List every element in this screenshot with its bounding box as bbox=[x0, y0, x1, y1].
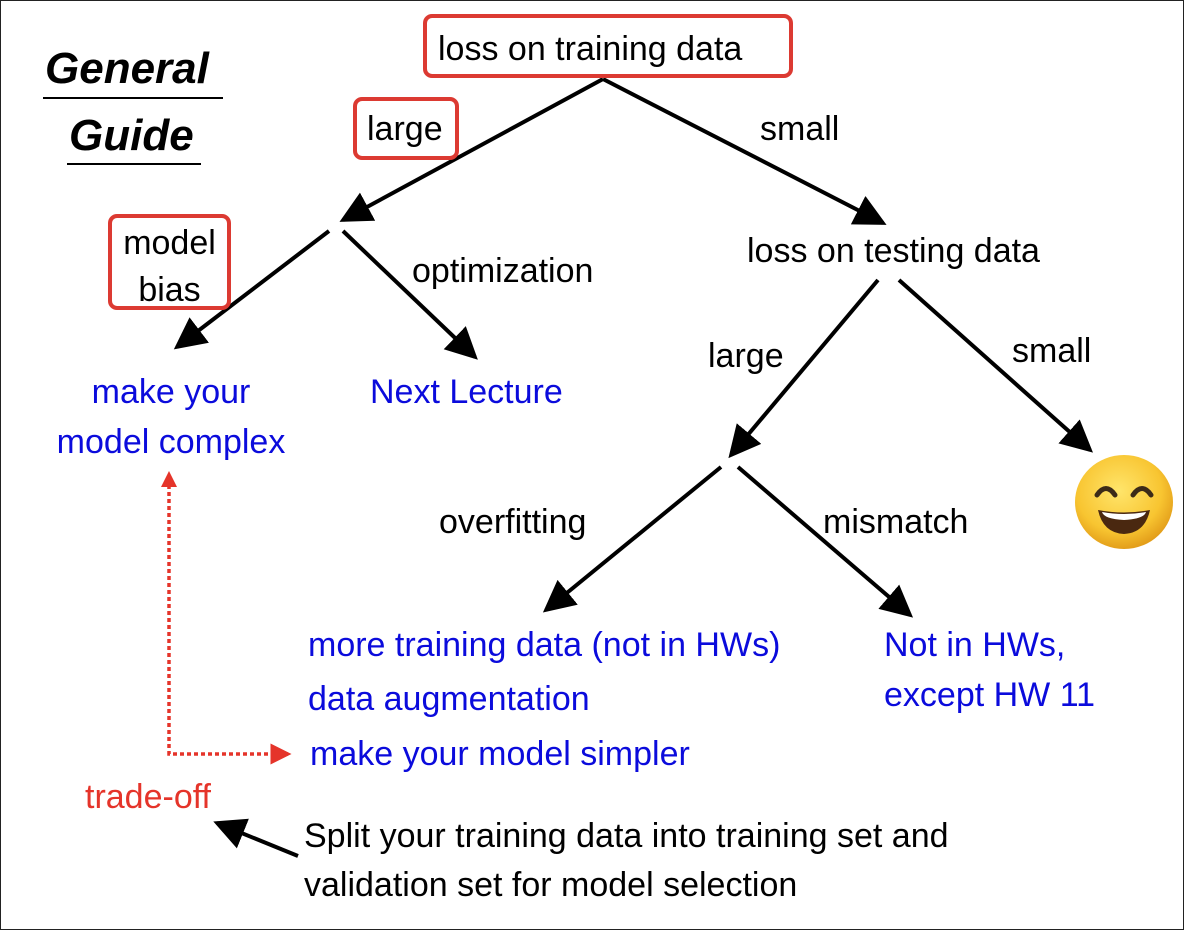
smiling-face-icon bbox=[1075, 455, 1173, 549]
arrow-root-to-small bbox=[602, 77, 887, 225]
label-test-small: small bbox=[1012, 332, 1092, 370]
arrow-test-to-large bbox=[728, 278, 880, 459]
label-mismatch: mismatch bbox=[823, 503, 969, 541]
arrow-to-model-bias bbox=[173, 229, 331, 350]
label-model-bias-line1: model bbox=[123, 224, 216, 262]
text-make-complex-line1: make your bbox=[91, 373, 251, 411]
arrow-root-to-large bbox=[339, 77, 604, 222]
text-make-complex-line2: model complex bbox=[56, 423, 286, 461]
label-test-large: large bbox=[708, 337, 784, 375]
highlight-box-model-bias bbox=[108, 214, 231, 310]
node-loss-on-training-data: loss on training data bbox=[438, 30, 743, 68]
title-guide: Guide bbox=[69, 111, 194, 160]
node-loss-on-testing-data: loss on testing data bbox=[747, 232, 1040, 270]
title-guide-underline bbox=[67, 163, 201, 165]
arrow-test-to-small bbox=[897, 278, 1093, 453]
label-optimization: optimization bbox=[412, 252, 594, 290]
arrow-split-to-tradeoff bbox=[213, 818, 299, 858]
label-trade-off: trade-off bbox=[85, 778, 212, 816]
text-next-lecture: Next Lecture bbox=[370, 373, 563, 411]
label-model-bias-line2: bias bbox=[138, 271, 201, 309]
arrow-to-overfitting bbox=[542, 465, 723, 613]
highlight-box-large bbox=[353, 97, 459, 160]
label-train-small: small bbox=[760, 110, 840, 148]
text-make-model-simpler: make your model simpler bbox=[310, 735, 690, 773]
highlight-box-root bbox=[423, 14, 793, 78]
label-overfitting: overfitting bbox=[439, 503, 587, 541]
title-general-underline bbox=[43, 97, 223, 99]
label-train-large: large bbox=[367, 110, 443, 148]
tradeoff-dotted-arrow bbox=[167, 485, 292, 765]
text-more-training-data: more training data (not in HWs) bbox=[308, 626, 781, 664]
text-split-line1: Split your training data into training s… bbox=[304, 817, 949, 855]
title-general: General bbox=[45, 44, 209, 93]
text-split-line2: validation set for model selection bbox=[304, 866, 798, 904]
text-data-augmentation: data augmentation bbox=[308, 680, 590, 718]
arrow-to-optimization bbox=[341, 229, 478, 360]
arrow-to-mismatch bbox=[736, 465, 914, 618]
text-not-in-hws: Not in HWs, bbox=[884, 626, 1066, 664]
text-except-hw11: except HW 11 bbox=[884, 676, 1096, 714]
tradeoff-arrowhead-up bbox=[161, 471, 177, 487]
